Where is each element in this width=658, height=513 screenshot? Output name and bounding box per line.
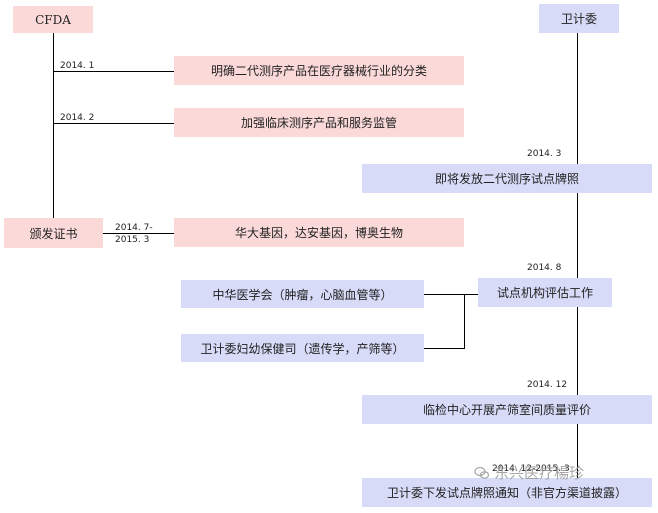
event-date-label: 2014. 8 (527, 263, 562, 273)
issue-cert-label: 颁发证书 (29, 226, 78, 241)
event-date-label: 2014. 3 (527, 149, 562, 159)
cfda-node: CFDA (13, 6, 93, 33)
nhfpc-event-text: 即将发放二代测序试点牌照 (434, 172, 579, 186)
wechat-icon (474, 466, 490, 479)
event-date-label: 2014. 12-2015. 3 (492, 464, 570, 474)
evaluator-box: 中华医学会（肿瘤，心脑血管等） (181, 280, 424, 308)
cfda-event-text: 明确二代测序产品在医疗器械行业的分类 (210, 64, 427, 78)
cfda-event-text: 加强临床测序产品和服务监管 (240, 116, 397, 130)
nhfpc-event-box: 卫计委下发试点牌照通知（非官方渠道披露） (362, 478, 652, 507)
cfda-label: CFDA (35, 12, 71, 27)
companies-text: 华大基因，达安基因，博奥生物 (234, 226, 403, 240)
evaluation-text: 试点机构评估工作 (496, 286, 593, 300)
watermark-text: 东兴医疗楊珍 (494, 464, 585, 482)
watermark: 东兴医疗楊珍 (474, 462, 584, 483)
evaluator-box: 卫计委妇幼保健司（遗传学，产筛等） (181, 334, 424, 362)
nhfpc-event-text: 卫计委下发试点牌照通知（非官方渠道披露） (386, 486, 627, 500)
cert-date-label: 2015. 3 (115, 235, 150, 245)
nhfpc-event-box: 即将发放二代测序试点牌照 (362, 164, 652, 193)
nhfpc-event-text: 临检中心开展产筛室间质量评价 (422, 403, 591, 417)
evaluator-text: 中华医学会（肿瘤，心脑血管等） (212, 287, 393, 302)
nhfpc-event-box: 临检中心开展产筛室间质量评价 (362, 395, 652, 424)
event-date-label: 2014. 1 (60, 61, 95, 71)
cfda-event-box: 明确二代测序产品在医疗器械行业的分类 (174, 56, 464, 85)
event-date-label: 2014. 12 (527, 380, 568, 390)
evaluation-box: 试点机构评估工作 (478, 278, 612, 307)
companies-box: 华大基因，达安基因，博奥生物 (174, 218, 464, 247)
nhfpc-node: 卫计委 (539, 4, 619, 33)
cert-date-label: 2014. 7- (115, 223, 153, 233)
issue-cert-node: 颁发证书 (4, 218, 103, 248)
cfda-event-box: 加强临床测序产品和服务监管 (174, 108, 464, 137)
nhfpc-label: 卫计委 (560, 12, 597, 26)
event-date-label: 2014. 2 (60, 113, 95, 123)
evaluator-text: 卫计委妇幼保健司（遗传学，产筛等） (200, 341, 405, 356)
